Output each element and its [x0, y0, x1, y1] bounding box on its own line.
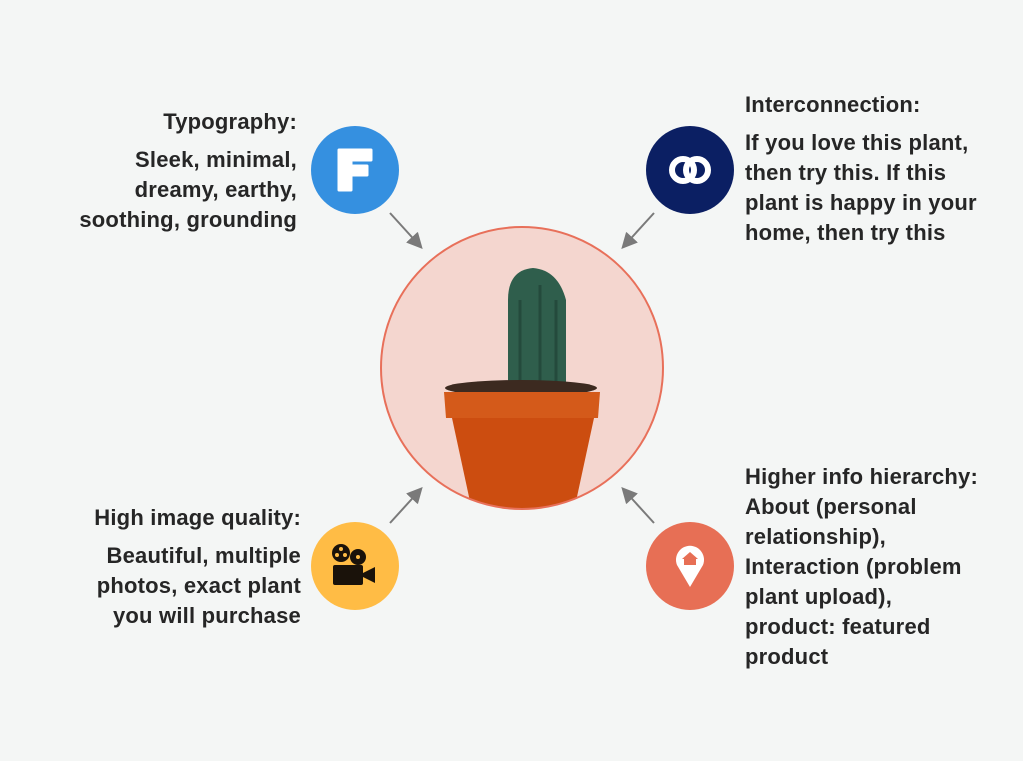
image-quality-block: High image quality: Beautiful, multiple … [94, 503, 301, 631]
interconnection-line: home, then try this [745, 220, 946, 245]
interconnection-block: Interconnection: If you love this plant,… [745, 90, 977, 248]
hierarchy-line: relationship), [745, 524, 886, 549]
center-plant-image [380, 226, 664, 510]
image-quality-line: photos, exact plant [96, 573, 301, 598]
arrow-hierarchy [621, 487, 655, 524]
interconnection-line: If you love this plant, [745, 130, 969, 155]
letter-f-icon [337, 148, 373, 192]
typography-title: Typography: [163, 109, 297, 134]
link-icon [669, 156, 711, 184]
typography-line: Sleek, minimal, [135, 147, 297, 172]
hierarchy-icon-circle [646, 522, 734, 610]
arrow-interconnection [621, 212, 655, 249]
hierarchy-block: Higher info hierarchy: About (personal r… [745, 462, 978, 672]
movie-camera-icon [332, 544, 375, 585]
image-quality-line: Beautiful, multiple [106, 543, 301, 568]
hierarchy-line: product: featured [745, 614, 931, 639]
hierarchy-line: plant upload), [745, 584, 893, 609]
arrow-image-quality [389, 487, 423, 524]
typography-line: soothing, grounding [79, 207, 297, 232]
image-quality-icon-circle [311, 522, 399, 610]
hierarchy-line: Interaction (problem [745, 554, 962, 579]
interconnection-line: then try this. If this [745, 160, 947, 185]
hierarchy-line: product [745, 644, 829, 669]
interconnection-line: plant is happy in your [745, 190, 977, 215]
image-quality-title: High image quality: [94, 505, 301, 530]
typography-block: Typography: Sleek, minimal, dreamy, eart… [79, 107, 297, 235]
home-location-icon [676, 545, 704, 587]
image-quality-line: you will purchase [112, 603, 301, 628]
interconnection-title: Interconnection: [745, 92, 921, 117]
hierarchy-title: Higher info hierarchy: [745, 464, 978, 489]
arrow-typography [389, 212, 423, 249]
typography-line: dreamy, earthy, [134, 177, 297, 202]
interconnection-icon-circle [646, 126, 734, 214]
hierarchy-line: About (personal [745, 494, 917, 519]
typography-icon-circle [311, 126, 399, 214]
